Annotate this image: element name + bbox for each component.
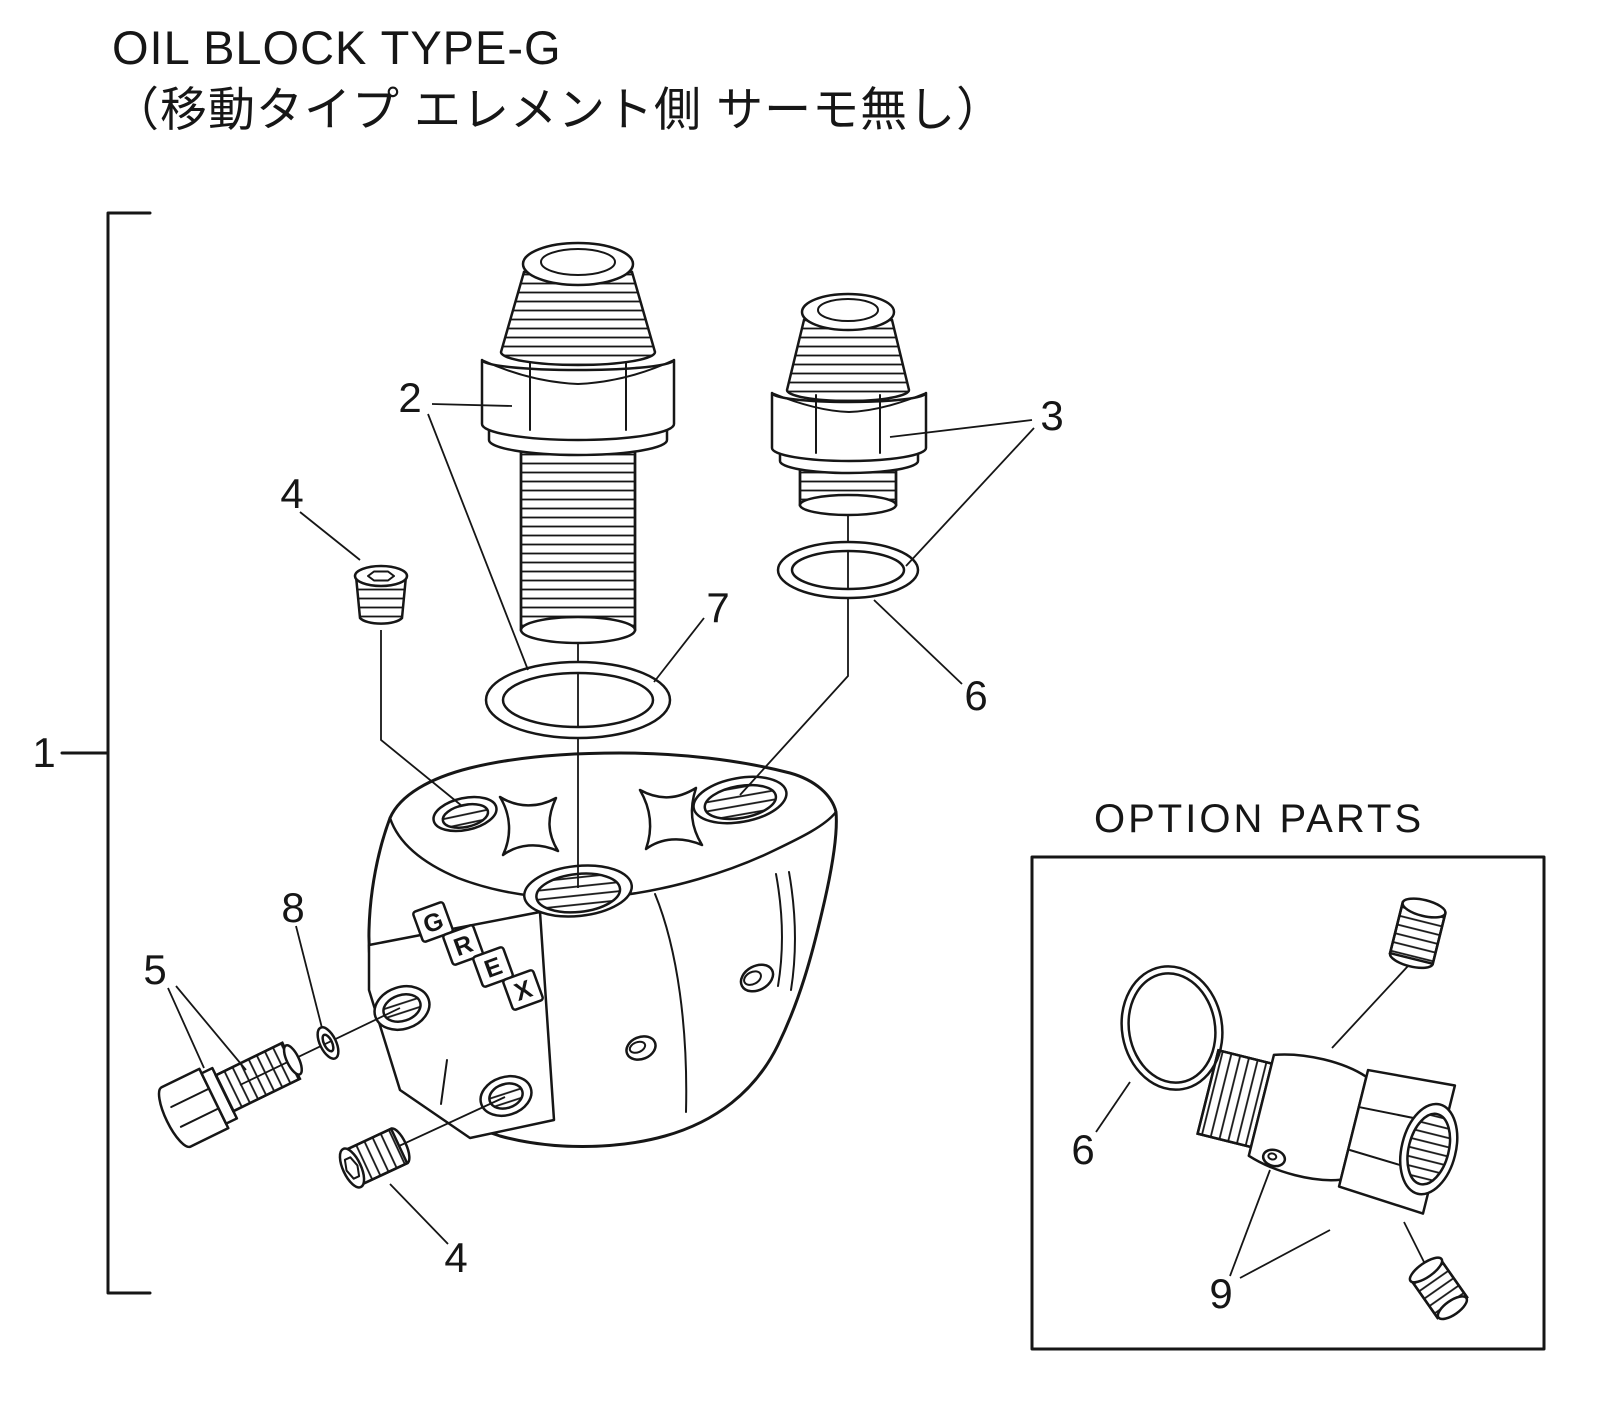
callout-8: 8 <box>281 884 304 931</box>
bolt-fitting <box>157 1041 304 1149</box>
oring-side <box>776 540 920 600</box>
fitting-side <box>770 292 928 517</box>
top-hole-center <box>522 864 634 918</box>
callout-1: 1 <box>32 729 55 776</box>
grex-logo: G R E X <box>412 901 544 1011</box>
body-seam <box>654 893 688 1113</box>
side-hole-lower <box>625 1035 657 1061</box>
oil-block-body: G R E X <box>367 751 838 1148</box>
option-oring <box>1120 965 1224 1091</box>
option-parts-section: OPTION PARTS <box>1030 797 1546 1351</box>
face-notch <box>440 1059 448 1105</box>
top-hole-small <box>432 795 498 833</box>
callout-5: 5 <box>143 946 166 993</box>
washer <box>316 1026 340 1060</box>
top-cutout-right <box>638 786 704 851</box>
assembly-bracket <box>60 211 152 1295</box>
top-cutout-left <box>498 795 560 857</box>
diagram-title: OIL BLOCK TYPE-G <box>112 21 562 74</box>
diagram-subtitle: （移動タイプ エレメント側 サーモ無し） <box>112 83 1004 136</box>
plug-bottom <box>338 1127 411 1189</box>
port-lower <box>479 1074 533 1118</box>
option-plug-bottom <box>1408 1256 1469 1321</box>
side-slot <box>775 871 796 991</box>
callout-3: 3 <box>1040 392 1063 439</box>
callout-4-top: 4 <box>280 470 303 517</box>
option-plug-top <box>1388 897 1447 970</box>
callout-4-bottom: 4 <box>444 1234 467 1281</box>
option-parts-box <box>1030 855 1546 1351</box>
callout-option-6: 6 <box>1071 1126 1094 1173</box>
callout-2: 2 <box>398 374 421 421</box>
plug-top <box>353 564 409 625</box>
option-leader-lines <box>1095 1081 1331 1279</box>
port-left <box>373 984 431 1032</box>
leader-lines <box>167 403 1035 1245</box>
callout-option-9: 9 <box>1209 1270 1232 1317</box>
top-hole-right <box>692 775 788 825</box>
option-parts-title: OPTION PARTS <box>1094 797 1424 841</box>
side-hole-upper <box>739 963 775 993</box>
callout-7: 7 <box>706 584 729 631</box>
option-centerlines <box>1331 965 1425 1263</box>
callout-6: 6 <box>964 672 987 719</box>
oring-main <box>484 660 672 740</box>
option-adapter-body <box>1196 1048 1459 1215</box>
fitting-main <box>480 241 676 645</box>
